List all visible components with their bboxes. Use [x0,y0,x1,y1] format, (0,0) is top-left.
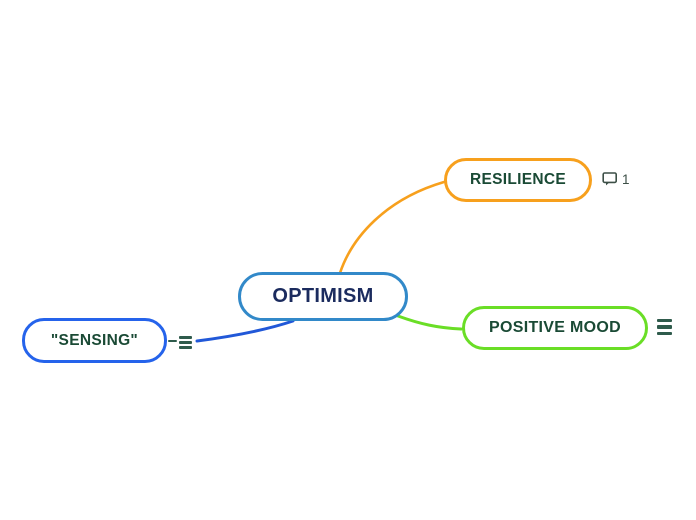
comment-count: 1 [622,171,630,187]
node-optimism[interactable]: OPTIMISM [238,272,408,321]
node-resilience[interactable]: RESILIENCE [444,158,592,202]
comment-bubble-icon [602,171,618,187]
connector-optimism-sensing [195,319,295,343]
positive-mood-notes-hamburger-icon[interactable] [657,319,672,335]
node-sensing-label: "SENSING" [50,331,139,349]
node-positive-mood[interactable]: POSITIVE MOOD [462,306,648,350]
connector-optimism-positive-mood [396,314,463,331]
node-optimism-label: OPTIMISM [272,285,374,307]
node-sensing[interactable]: "SENSING" [22,318,167,363]
node-resilience-label: RESILIENCE [469,171,566,188]
sensing-notes-hamburger-icon[interactable] [179,336,192,349]
resilience-comment-indicator[interactable]: 1 [602,171,630,187]
node-positive-mood-label: POSITIVE MOOD [489,319,621,336]
connector-optimism-resilience [338,180,446,275]
